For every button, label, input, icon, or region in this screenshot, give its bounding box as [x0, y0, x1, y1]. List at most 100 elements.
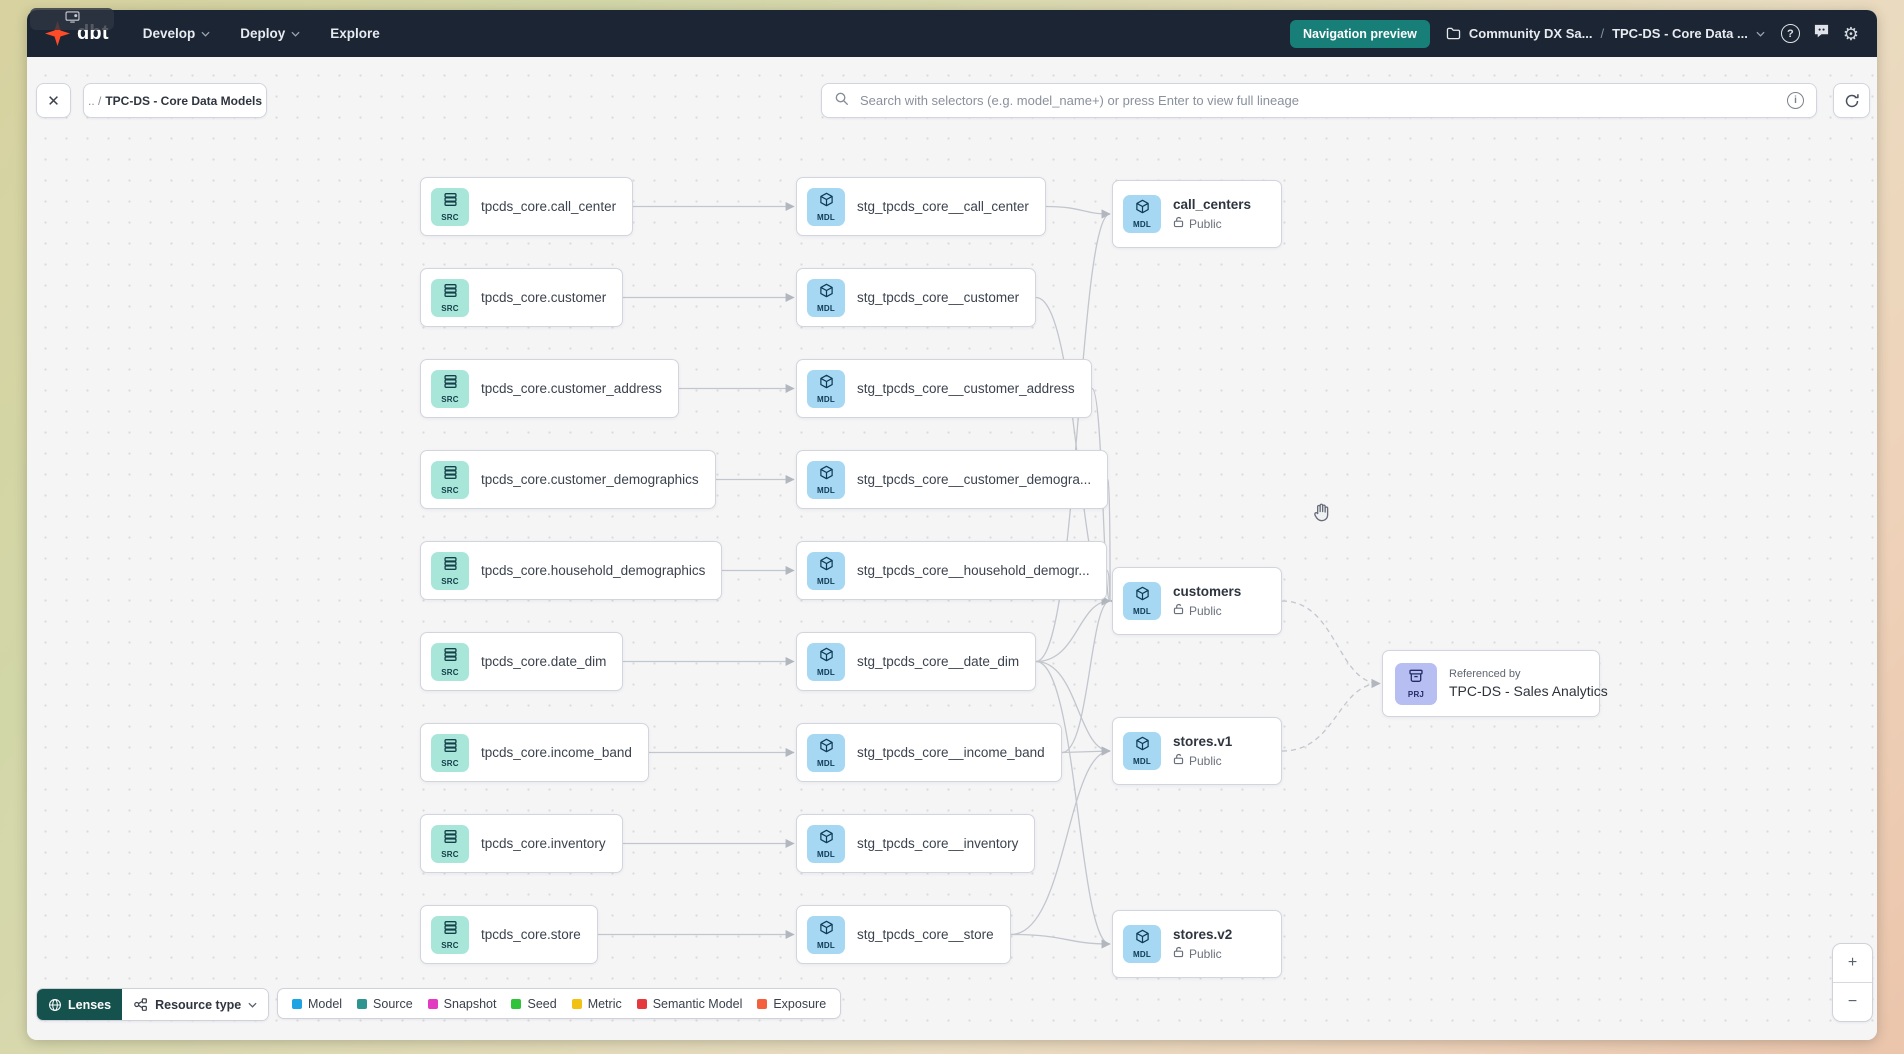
- lineage-edge: [1010, 933, 1111, 949]
- lineage-edge: [1045, 205, 1111, 219]
- top-navbar: dbt Develop Deploy Explore Navigation pr…: [27, 10, 1877, 57]
- model-icon: MDL: [807, 187, 845, 226]
- source-icon: SRC: [431, 369, 469, 408]
- refresh-icon: [1845, 93, 1859, 107]
- breadcrumb-up-link[interactable]: .. /: [87, 93, 102, 108]
- model-icon-glyph: [819, 465, 834, 485]
- legend-item-seed: Seed: [511, 996, 557, 1011]
- model-icon-glyph: [819, 192, 834, 212]
- access-row: Public: [1173, 946, 1232, 961]
- model-icon-glyph: [819, 829, 834, 849]
- breadcrumb-separator: /: [1600, 26, 1605, 41]
- close-lineage-button[interactable]: ✕: [36, 83, 71, 118]
- node-label: tpcds_core.income_band: [481, 745, 632, 760]
- legend-item-semantic-model: Semantic Model: [636, 997, 742, 1011]
- model-icon: MDL: [807, 915, 845, 954]
- access-row: Public: [1173, 753, 1232, 768]
- access-label: Public: [1189, 603, 1222, 618]
- node-label: stg_tpcds_core__customer_address: [857, 381, 1075, 396]
- node-label: tpcds_core.store: [481, 927, 581, 942]
- legend-swatch: [571, 998, 582, 1009]
- lineage-breadcrumb[interactable]: .. / TPC-DS - Core Data Models: [83, 83, 267, 118]
- node-label: stg_tpcds_core__customer_demogra...: [857, 472, 1092, 487]
- menu-deploy[interactable]: Deploy: [240, 26, 300, 41]
- node-label: tpcds_core.customer_address: [481, 381, 662, 396]
- node-label: stg_tpcds_core__call_center: [857, 199, 1029, 214]
- gear-icon[interactable]: ⚙: [1842, 23, 1859, 44]
- search-input[interactable]: [858, 92, 1778, 109]
- navigation-preview-badge[interactable]: Navigation preview: [1289, 19, 1430, 48]
- chevron-down-icon: [201, 31, 210, 37]
- source-icon-glyph: [443, 374, 458, 394]
- source-icon: SRC: [431, 824, 469, 863]
- source-icon-glyph: [443, 556, 458, 576]
- monitor-icon: [64, 10, 80, 28]
- breadcrumb-page[interactable]: TPC-DS - Core Data ...: [1612, 26, 1748, 41]
- feedback-icon[interactable]: [1813, 23, 1830, 44]
- zoom-in-button[interactable]: +: [1833, 944, 1872, 982]
- legend-item-snapshot: Snapshot: [427, 997, 496, 1011]
- legend-swatch: [511, 998, 522, 1009]
- help-icon[interactable]: ?: [1780, 24, 1800, 43]
- model-node-stg_tpcds_core__call_center[interactable]: MDL stg_tpcds_core__call_center: [796, 177, 1046, 236]
- access-row: Public: [1173, 603, 1241, 618]
- menu-develop[interactable]: Develop: [143, 26, 211, 41]
- main-menu: Develop Deploy Explore: [143, 26, 380, 41]
- source-icon: SRC: [431, 642, 469, 681]
- source-icon: SRC: [431, 278, 469, 317]
- legend-item-exposure: Exposure: [757, 997, 826, 1011]
- lenses-button[interactable]: Lenses: [37, 989, 123, 1020]
- refresh-lineage-button[interactable]: [1833, 83, 1870, 118]
- lenses-control: Lenses Resource type: [36, 988, 270, 1021]
- source-node-tpcds_core.customer[interactable]: SRC tpcds_core.customer: [420, 268, 624, 327]
- model-icon-glyph: [1135, 929, 1150, 949]
- node-label: stg_tpcds_core__store: [857, 927, 994, 942]
- resource-type-dropdown[interactable]: Resource type: [122, 989, 269, 1020]
- menu-explore[interactable]: Explore: [330, 26, 380, 41]
- node-label: stg_tpcds_core__customer: [857, 290, 1020, 305]
- model-icon-glyph: [1135, 736, 1150, 756]
- breadcrumb-project[interactable]: Community DX Sa...: [1468, 26, 1593, 41]
- source-node-tpcds_core.customer_address[interactable]: SRC tpcds_core.customer_address: [420, 359, 679, 418]
- access-label: Public: [1189, 216, 1222, 231]
- legend-swatch: [292, 998, 302, 1009]
- node-label: tpcds_core.date_dim: [481, 654, 607, 669]
- project-kicker: Referenced by: [1449, 668, 1521, 680]
- project-name: TPC-DS - Sales Analytics: [1449, 683, 1608, 699]
- search-icon: [834, 91, 849, 111]
- model-icon-glyph: [819, 738, 834, 758]
- source-icon-glyph: [443, 738, 458, 758]
- zoom-out-button[interactable]: −: [1833, 983, 1872, 1021]
- model-node-stg_tpcds_core__store[interactable]: MDL stg_tpcds_core__store: [796, 905, 1011, 964]
- info-icon[interactable]: i: [1787, 92, 1804, 109]
- zoom-controls: + −: [1832, 943, 1873, 1022]
- lineage-edges: [598, 201, 1381, 949]
- project-breadcrumb[interactable]: Community DX Sa... / TPC-DS - Core Data …: [1446, 26, 1765, 41]
- legend-item-metric: Metric: [571, 997, 622, 1011]
- node-label: tpcds_core.customer: [481, 290, 607, 305]
- model-icon-glyph: [819, 647, 834, 667]
- legend-label: Seed: [527, 996, 557, 1011]
- node-label: tpcds_core.call_center: [481, 199, 617, 214]
- project-node-TPC-DS - Sales Analytics[interactable]: PRJReferenced byTPC-DS - Sales Analytics: [1382, 650, 1608, 717]
- source-node-tpcds_core.date_dim[interactable]: SRC tpcds_core.date_dim: [420, 632, 624, 691]
